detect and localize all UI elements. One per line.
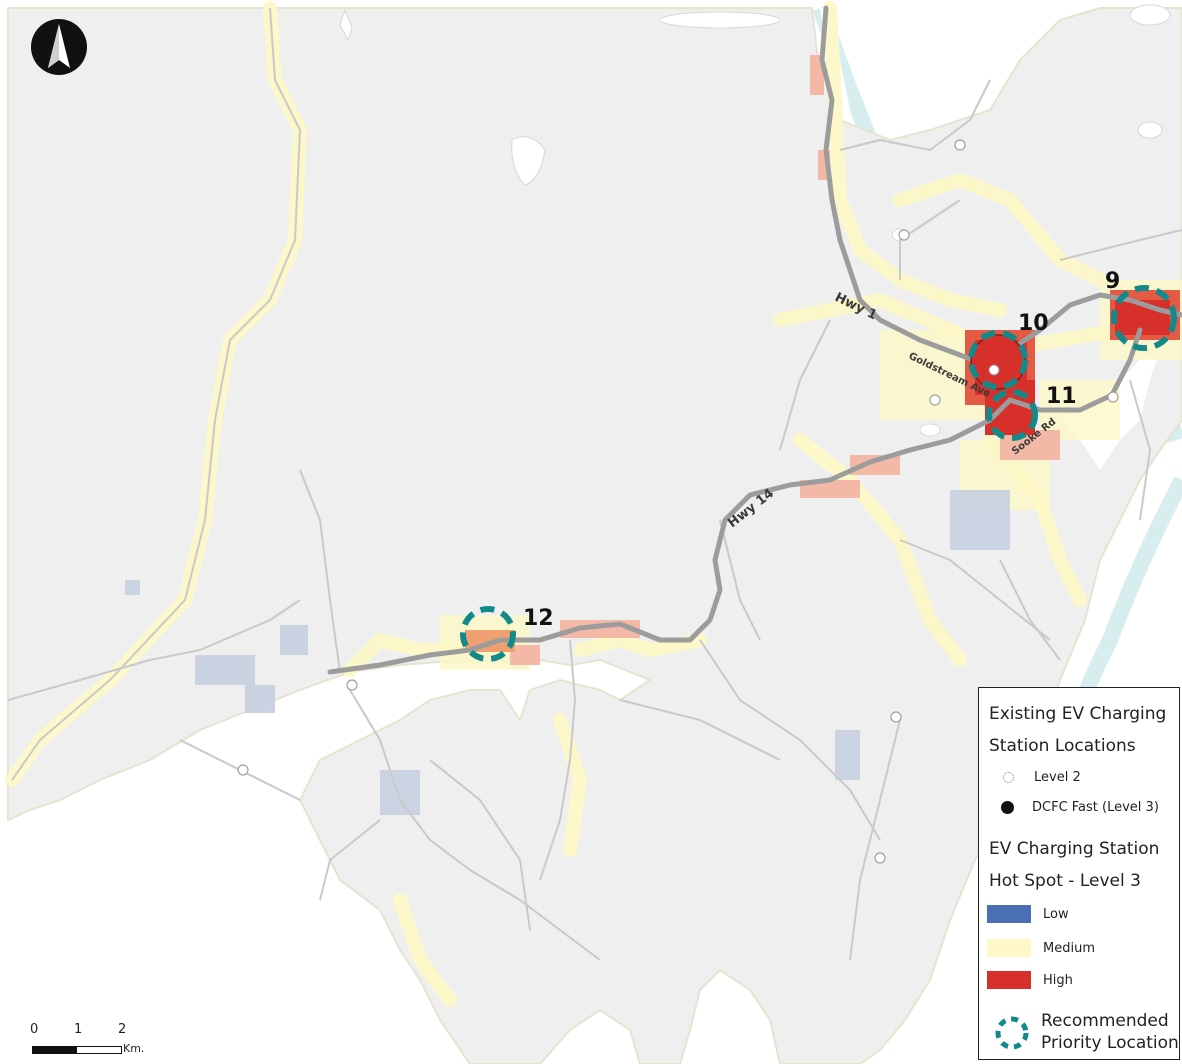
legend-priority-line1: Recommended: [1041, 1011, 1169, 1031]
legend-medium-label: Medium: [1043, 940, 1095, 956]
legend-existing-title-2: Station Locations: [989, 736, 1136, 756]
scale-tick-0: 0: [30, 1022, 39, 1037]
level2-station-marker[interactable]: [890, 711, 902, 723]
legend-row-medium: Medium: [987, 937, 1095, 959]
site-label-9: 9: [1105, 269, 1120, 294]
site-label-11: 11: [1046, 384, 1077, 409]
level2-station-marker[interactable]: [988, 364, 1000, 376]
legend-row-level2: Level 2: [987, 766, 1081, 788]
level2-station-marker[interactable]: [954, 139, 966, 151]
level2-station-marker[interactable]: [929, 394, 941, 406]
legend-existing-title-1: Existing EV Charging: [989, 704, 1167, 724]
north-arrow-icon: [31, 19, 87, 75]
legend-low-label: Low: [1043, 906, 1069, 922]
lakes: [339, 4, 1171, 437]
legend-priority-label: Recommended Priority Location: [1041, 1010, 1179, 1054]
priority-ring-12[interactable]: [460, 606, 516, 662]
high-swatch: [987, 971, 1031, 989]
level2-station-marker[interactable]: [237, 764, 249, 776]
level2-station-marker[interactable]: [898, 229, 910, 241]
scale-bar: 0 1 2 Km.: [30, 1020, 170, 1060]
highway-14: [327, 397, 1013, 675]
priority-ring-10[interactable]: [968, 330, 1028, 390]
legend-row-low: Low: [987, 903, 1069, 925]
site-label-12: 12: [523, 606, 554, 631]
level2-station-marker[interactable]: [346, 679, 358, 691]
level2-station-marker[interactable]: [1107, 391, 1119, 403]
level2-marker-icon: [1003, 771, 1014, 783]
local-roads: [7, 7, 1182, 961]
priority-ring-11[interactable]: [986, 389, 1038, 441]
map-legend: Existing EV Charging Station Locations L…: [978, 687, 1180, 1060]
priority-rings: [460, 285, 1177, 662]
priority-ring-icon: [995, 1016, 1029, 1050]
legend-row-dcfc: DCFC Fast (Level 3): [987, 796, 1159, 818]
priority-ring-9[interactable]: [1111, 285, 1177, 351]
scale-segment-empty: [76, 1046, 122, 1054]
legend-level2-label: Level 2: [1034, 769, 1081, 785]
dcfc-marker-icon: [1001, 800, 1014, 814]
scale-segment-filled: [32, 1046, 76, 1054]
low-swatch: [987, 905, 1031, 923]
site-label-10: 10: [1018, 311, 1049, 336]
scale-tick-2: 2: [118, 1022, 127, 1037]
scale-unit: Km.: [123, 1042, 145, 1055]
legend-high-label: High: [1043, 972, 1073, 988]
legend-dcfc-label: DCFC Fast (Level 3): [1032, 799, 1159, 815]
legend-hotspot-title-1: EV Charging Station: [989, 839, 1160, 859]
scale-tick-1: 1: [74, 1022, 83, 1037]
legend-priority-line2: Priority Location: [1041, 1033, 1179, 1053]
legend-hotspot-title-2: Hot Spot - Level 3: [989, 871, 1141, 891]
medium-swatch: [987, 939, 1031, 957]
highway-1: [819, 5, 998, 371]
level2-station-marker[interactable]: [874, 852, 886, 864]
legend-row-high: High: [987, 969, 1073, 991]
hotspot-low-areas: [125, 490, 1010, 815]
